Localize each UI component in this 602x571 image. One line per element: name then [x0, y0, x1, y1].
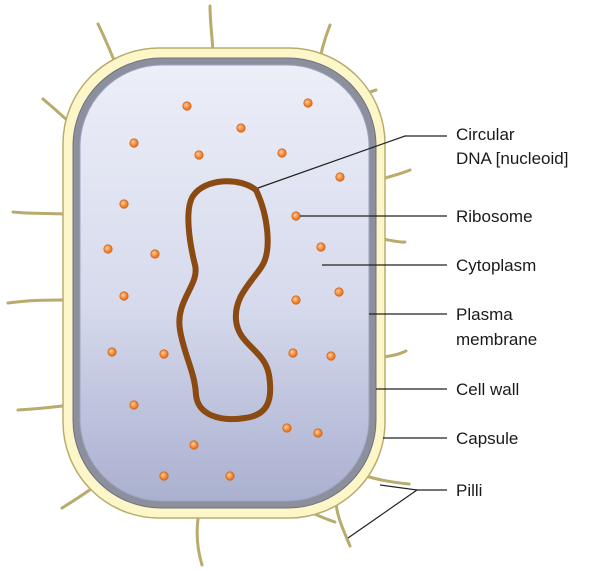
- leader-line-pilli-secondary: [348, 490, 417, 538]
- pilus: [8, 300, 66, 303]
- ribosome-dot: [292, 296, 300, 304]
- label-plasma-membrane-line1: Plasma: [456, 305, 513, 324]
- pilus: [210, 6, 213, 52]
- label-group: Circular DNA [nucleoid] Ribosome Cytopla…: [456, 125, 568, 500]
- ribosome-dot: [151, 250, 159, 258]
- ribosome-dot: [289, 349, 297, 357]
- ribosome-dot: [160, 472, 168, 480]
- ribosome-dot: [314, 429, 322, 437]
- ribosome-dot: [160, 350, 168, 358]
- ribosome-dot: [120, 292, 128, 300]
- ribosome-dot: [304, 99, 312, 107]
- ribosome-dot: [278, 149, 286, 157]
- label-pilli: Pilli: [456, 481, 482, 500]
- ribosome-dot: [195, 151, 203, 159]
- label-circular-dna-line2: DNA [nucleoid]: [456, 149, 568, 168]
- label-cytoplasm: Cytoplasm: [456, 256, 536, 275]
- label-capsule: Capsule: [456, 429, 518, 448]
- ribosome-dot: [237, 124, 245, 132]
- pilus: [13, 212, 66, 214]
- leader-line-pilli: [380, 485, 447, 490]
- ribosome-dot: [108, 348, 116, 356]
- ribosome-dot: [120, 200, 128, 208]
- ribosome-dot: [317, 243, 325, 251]
- label-cell-wall: Cell wall: [456, 380, 519, 399]
- ribosome-dot: [130, 401, 138, 409]
- ribosome-dot: [335, 288, 343, 296]
- ribosome-dot: [183, 102, 191, 110]
- label-ribosome: Ribosome: [456, 207, 533, 226]
- ribosome-dot: [283, 424, 291, 432]
- pilus: [18, 405, 70, 410]
- label-circular-dna-line1: Circular: [456, 125, 515, 144]
- ribosome-dot: [226, 472, 234, 480]
- ribosome-dot: [336, 173, 344, 181]
- cytoplasm-shape: [80, 65, 369, 501]
- ribosome-dot: [190, 441, 198, 449]
- ribosome-dot: [130, 139, 138, 147]
- ribosome-dot: [292, 212, 300, 220]
- ribosome-dot: [327, 352, 335, 360]
- ribosome-dot: [104, 245, 112, 253]
- label-plasma-membrane-line2: membrane: [456, 330, 537, 349]
